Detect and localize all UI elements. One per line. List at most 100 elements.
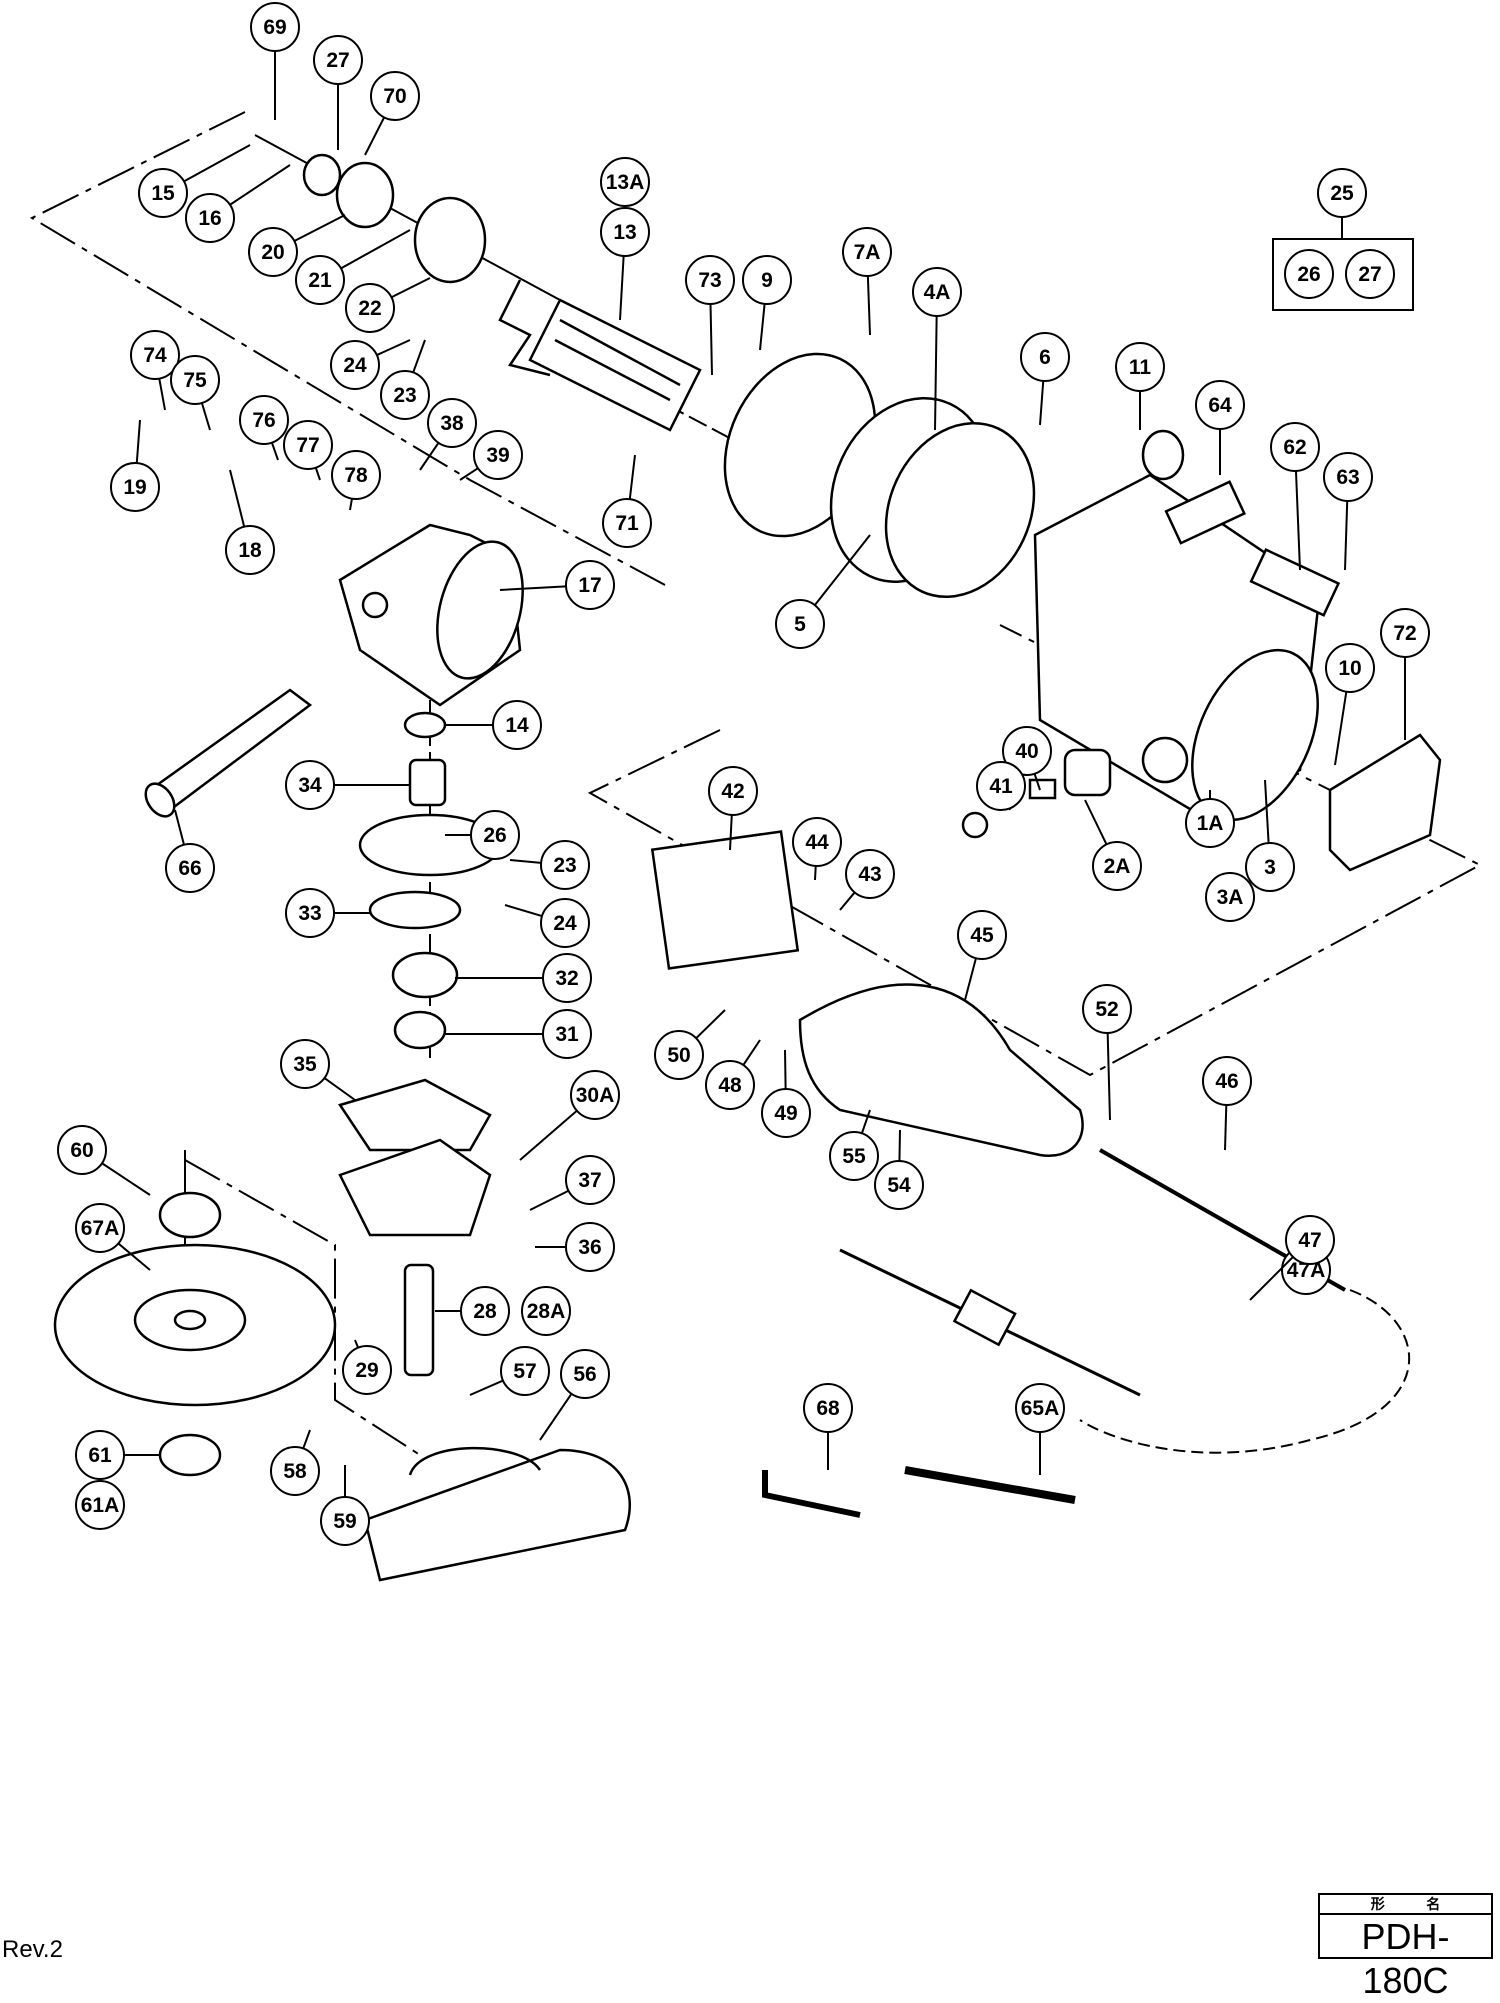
bearing-cover-30A bbox=[338, 1138, 492, 1237]
callout-circle bbox=[542, 1009, 592, 1059]
callout-3a: 3A bbox=[1205, 872, 1255, 922]
callout-27: 27 bbox=[313, 35, 363, 85]
leader-line bbox=[376, 339, 411, 356]
callout-48: 48 bbox=[705, 1060, 755, 1110]
callout-28a: 28A bbox=[521, 1286, 571, 1336]
callout-circle bbox=[248, 227, 298, 277]
callout-45: 45 bbox=[957, 910, 1007, 960]
callout-circle bbox=[1317, 168, 1367, 218]
callout-circle bbox=[957, 910, 1007, 960]
leader-line bbox=[866, 275, 871, 336]
callout-label: 13A bbox=[606, 171, 645, 194]
callout-26: 26 bbox=[1284, 249, 1334, 299]
callout-label: 50 bbox=[667, 1044, 690, 1067]
power-cord bbox=[1079, 1289, 1411, 1454]
callout-59: 59 bbox=[320, 1496, 370, 1546]
leader-line bbox=[539, 1393, 573, 1441]
gear-cover-part bbox=[338, 523, 524, 707]
callout-41: 41 bbox=[976, 761, 1026, 811]
callout-circle bbox=[427, 398, 477, 448]
callout-52: 52 bbox=[1082, 984, 1132, 1034]
callout-circle bbox=[803, 1383, 853, 1433]
leader-line bbox=[229, 469, 246, 527]
leader-line bbox=[504, 904, 543, 918]
callout-label: 10 bbox=[1338, 657, 1361, 680]
leader-line bbox=[814, 865, 817, 881]
callout-label: 67A bbox=[81, 1217, 120, 1240]
callout-label: 15 bbox=[151, 182, 175, 205]
callout-circle bbox=[685, 255, 735, 305]
callout-circle bbox=[285, 888, 335, 938]
callout-circle bbox=[1115, 342, 1165, 392]
callout-circle bbox=[1270, 422, 1320, 472]
callout-circle bbox=[1195, 380, 1245, 430]
callout-circle bbox=[829, 1131, 879, 1181]
callout-25: 25 bbox=[1317, 168, 1367, 218]
callout-label: 27 bbox=[1358, 263, 1381, 286]
leader-line bbox=[270, 442, 279, 461]
leader-line bbox=[628, 454, 636, 500]
leader-line bbox=[469, 1379, 504, 1396]
callout-63: 63 bbox=[1323, 452, 1373, 502]
leader-line bbox=[619, 255, 625, 321]
callout-15: 15 bbox=[138, 168, 188, 218]
callout-circle bbox=[565, 1155, 615, 1205]
callout-67a: 67A bbox=[75, 1203, 125, 1253]
title-block: 形 名 PDH-180C bbox=[1318, 1893, 1493, 2001]
leader-line bbox=[1224, 1104, 1228, 1151]
callout-circle bbox=[345, 283, 395, 333]
callout-6: 6 bbox=[1020, 332, 1070, 382]
callout-circle bbox=[874, 1160, 924, 1210]
callout-label: 45 bbox=[970, 924, 994, 947]
callout-label: 35 bbox=[293, 1053, 317, 1076]
callout-label: 30A bbox=[576, 1084, 615, 1107]
callout-64: 64 bbox=[1195, 380, 1245, 430]
callout-label: 49 bbox=[774, 1102, 797, 1125]
callout-60: 60 bbox=[57, 1125, 107, 1175]
leader-line bbox=[349, 498, 353, 511]
leader-line bbox=[860, 1109, 871, 1134]
callout-label: 55 bbox=[842, 1145, 866, 1168]
callout-label: 21 bbox=[308, 269, 332, 292]
callout-circle bbox=[570, 1070, 620, 1120]
title-block-header: 形 名 bbox=[1320, 1895, 1491, 1915]
callout-circle bbox=[295, 255, 345, 305]
callout-label: 33 bbox=[298, 902, 321, 925]
callout-circle bbox=[540, 898, 590, 948]
callout-circle bbox=[57, 1125, 107, 1175]
callout-16: 16 bbox=[185, 193, 235, 243]
callout-label: 6 bbox=[1039, 346, 1051, 369]
callout-28: 28 bbox=[460, 1286, 510, 1336]
callout-label: 69 bbox=[263, 16, 286, 39]
callout-circle bbox=[742, 255, 792, 305]
callout-label: 34 bbox=[298, 774, 322, 797]
callout-label: 1A bbox=[1197, 812, 1224, 835]
leader-line bbox=[1033, 773, 1041, 791]
callout-circle bbox=[654, 1030, 704, 1080]
callout-76: 76 bbox=[239, 395, 289, 445]
callout-label: 4A bbox=[924, 281, 951, 304]
callout-circle bbox=[380, 370, 430, 420]
callout-32: 32 bbox=[542, 953, 592, 1003]
callout-circle bbox=[492, 700, 542, 750]
callout-21: 21 bbox=[295, 255, 345, 305]
callout-label: 77 bbox=[296, 434, 319, 457]
callout-58: 58 bbox=[270, 1446, 320, 1496]
callout-circle bbox=[460, 1286, 510, 1336]
callout-circle bbox=[130, 330, 180, 380]
callout-circle bbox=[313, 35, 363, 85]
callout-23: 23 bbox=[380, 370, 430, 420]
callout-69: 69 bbox=[250, 2, 300, 52]
leader-line bbox=[101, 1162, 151, 1196]
callout-72: 72 bbox=[1380, 608, 1430, 658]
callout-7a: 7A bbox=[842, 227, 892, 277]
callout-circle bbox=[138, 168, 188, 218]
callout-label: 44 bbox=[805, 831, 829, 854]
leader-line bbox=[174, 809, 185, 846]
callout-label: 47 bbox=[1298, 1229, 1321, 1252]
callout-label: 20 bbox=[261, 241, 284, 264]
name-plate-64 bbox=[1164, 480, 1246, 545]
leader-line bbox=[964, 957, 977, 1001]
callout-circle bbox=[560, 1349, 610, 1399]
callout-9: 9 bbox=[742, 255, 792, 305]
